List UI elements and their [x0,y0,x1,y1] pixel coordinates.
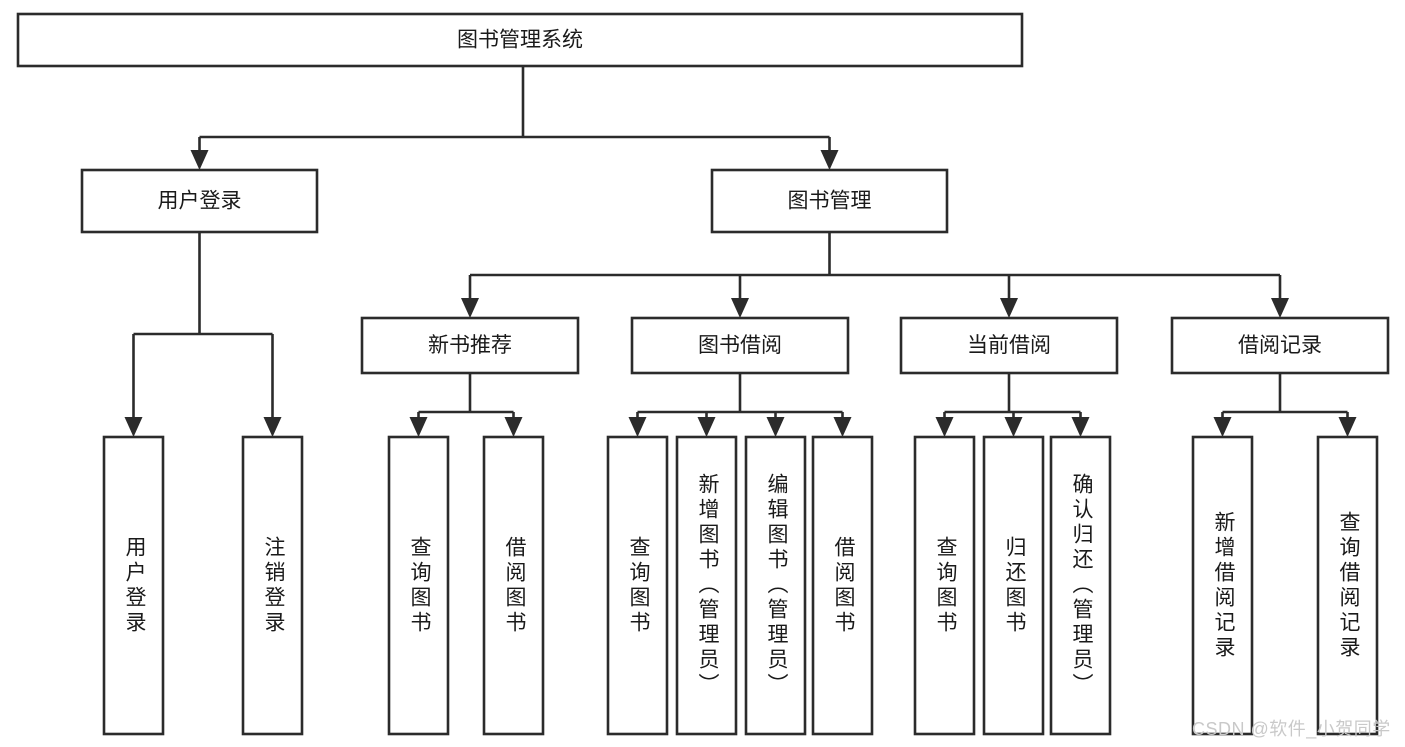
node-label-root: 图书管理系统 [457,29,583,52]
node-label-book-manage: 图书管理 [788,190,872,213]
csdn-watermark: CSDN @软件_小贺同学 [1192,719,1391,739]
node-box-book-borrow[interactable] [630,316,850,375]
node-box-leaf-edit-book[interactable] [744,435,807,736]
node-box-book-manage[interactable] [710,168,949,234]
arrow-head-leaf-borrow-book-rec [504,417,523,437]
node-box-leaf-query-book-borrow[interactable] [606,435,669,736]
node-box-leaf-query-book-cur[interactable] [913,435,976,736]
node-box-current-borrow[interactable] [899,316,1119,375]
node-label-user-login: 用户登录 [158,190,242,213]
arrow-head-leaf-return-book [1004,417,1023,437]
node-label-book-borrow: 图书借阅 [698,334,782,357]
arrow-head-book-manage [820,150,839,170]
arrow-head-book-borrow [731,298,749,318]
node-box-borrow-record[interactable] [1170,316,1390,375]
arrow-head-leaf-confirm-return [1071,417,1090,437]
connectors-layer [124,66,1357,437]
node-box-leaf-borrow-book[interactable] [811,435,874,736]
arrow-head-leaf-edit-book [766,417,785,437]
node-box-new-book-rec[interactable] [360,316,580,375]
arrow-head-leaf-query-book-rec [409,417,428,437]
arrow-head-leaf-add-book [697,417,716,437]
node-label-current-borrow: 当前借阅 [967,334,1051,357]
node-label-borrow-record: 借阅记录 [1238,334,1322,357]
node-box-leaf-add-book[interactable] [675,435,738,736]
arrow-head-leaf-query-record [1338,417,1357,437]
arrow-head-current-borrow [1000,298,1018,318]
node-box-user-login[interactable] [80,168,319,234]
node-label-new-book-rec: 新书推荐 [428,334,512,357]
node-box-leaf-borrow-book-rec[interactable] [482,435,545,736]
arrow-head-leaf-add-record [1213,417,1232,437]
arrow-head-leaf-query-book-borrow [628,417,647,437]
node-box-leaf-query-book-rec[interactable] [387,435,450,736]
node-box-leaf-query-record[interactable] [1316,435,1379,736]
arrow-head-user-login [190,150,209,170]
node-box-leaf-return-book[interactable] [982,435,1045,736]
boxes-layer [16,12,1390,736]
node-box-root[interactable] [16,12,1024,68]
arrow-head-leaf-user-login [124,417,143,437]
node-box-leaf-logout[interactable] [241,435,304,736]
arrow-head-new-book-rec [461,298,479,318]
node-box-leaf-user-login[interactable] [102,435,165,736]
node-box-leaf-confirm-return[interactable] [1049,435,1112,736]
arrow-head-leaf-logout [263,417,282,437]
arrow-head-borrow-record [1271,298,1289,318]
arrow-head-leaf-borrow-book [833,417,852,437]
arrow-head-leaf-query-book-cur [935,417,954,437]
node-box-leaf-add-record[interactable] [1191,435,1254,736]
